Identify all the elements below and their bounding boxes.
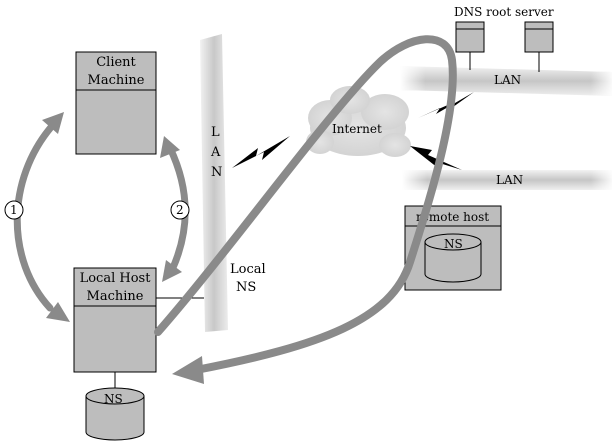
client-line1: Client <box>96 55 136 70</box>
internet-label: Internet <box>332 122 382 136</box>
lan-mid-label: LAN <box>496 173 523 187</box>
remote-ns-label: NS <box>444 237 463 251</box>
lan-letter-a: A <box>210 145 221 160</box>
local-host-line1: Local Host <box>80 271 152 286</box>
remote-host-label: remote host <box>416 210 489 224</box>
client-line2: Machine <box>88 73 145 88</box>
lightning-mid-icon <box>410 146 462 170</box>
local-ns-line1: Local <box>230 262 266 277</box>
lan-top-label: LAN <box>494 73 521 87</box>
lan-letter-l: L <box>211 125 220 140</box>
local-host-line2: Machine <box>87 289 144 304</box>
step-1-arrow <box>13 112 70 322</box>
client-machine <box>75 51 157 155</box>
dns-root-label: DNS root server <box>454 5 554 19</box>
lan-letter-n: N <box>211 165 222 180</box>
local-ns-db-label: NS <box>104 392 123 406</box>
lan-vertical <box>200 34 228 332</box>
local-ns-database-icon <box>85 387 145 441</box>
lightning-left-icon <box>232 136 290 168</box>
dns-root-server-1 <box>455 21 485 70</box>
step-2-marker: 2 <box>170 200 190 220</box>
step-1-marker: 1 <box>4 200 24 220</box>
remote-ns-database-icon <box>424 233 482 283</box>
local-ns-line2: NS <box>236 280 256 295</box>
dns-root-server-2 <box>524 21 554 72</box>
svg-text:1: 1 <box>10 203 18 217</box>
lan-mid-band <box>402 170 612 190</box>
query-loop-arrow <box>154 35 457 384</box>
svg-text:2: 2 <box>176 203 184 217</box>
local-host-machine <box>73 267 204 392</box>
